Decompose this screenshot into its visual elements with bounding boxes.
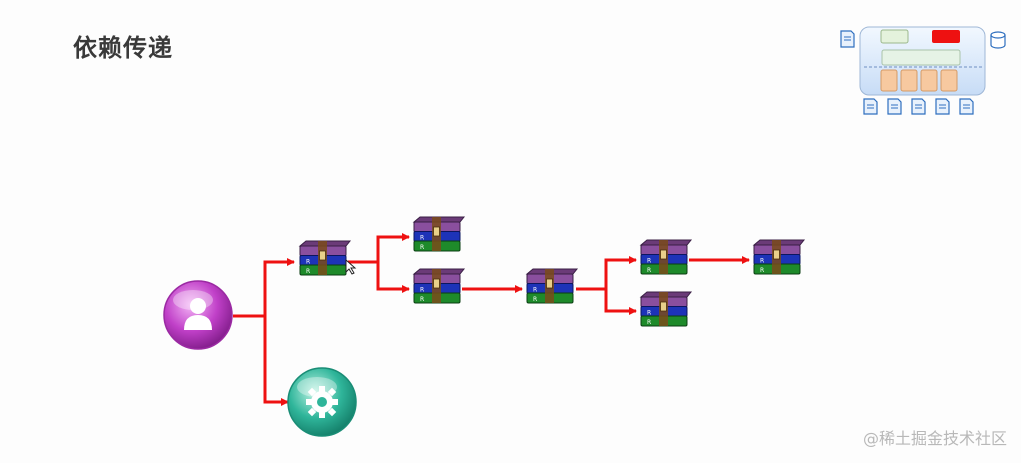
jar-node-4b <box>640 291 692 327</box>
jar-node-3 <box>526 268 578 304</box>
jar-node-1 <box>299 240 351 276</box>
slide-thumbnail <box>840 26 1006 115</box>
watermark: @稀土掘金技术社区 <box>862 429 1007 448</box>
edge-jar3-jar4a <box>576 256 637 291</box>
edge-user-jar1 <box>233 258 295 318</box>
edge-user-settings <box>263 316 289 406</box>
edge-jar1-jar2a <box>348 233 410 264</box>
document-icon <box>911 98 926 115</box>
document-icon <box>840 30 855 48</box>
user-node <box>163 280 233 350</box>
document-icon <box>887 98 902 115</box>
mouse-cursor <box>345 258 357 275</box>
document-icon <box>959 98 974 115</box>
jar-node-4a <box>640 239 692 275</box>
gear-icon <box>306 386 338 418</box>
jar-node-2a <box>413 216 465 252</box>
user-icon <box>184 298 212 330</box>
jar-node-2b <box>413 268 465 304</box>
document-icon <box>935 98 950 115</box>
edge-jar3-jar4b <box>604 289 637 315</box>
jar-node-5 <box>753 239 805 275</box>
settings-node <box>287 367 357 437</box>
document-icon <box>863 98 878 115</box>
database-icon <box>990 31 1006 49</box>
edge-jar1-jar2b <box>376 262 410 293</box>
edges <box>233 233 750 406</box>
slide-title: 依赖传递 <box>73 34 173 62</box>
